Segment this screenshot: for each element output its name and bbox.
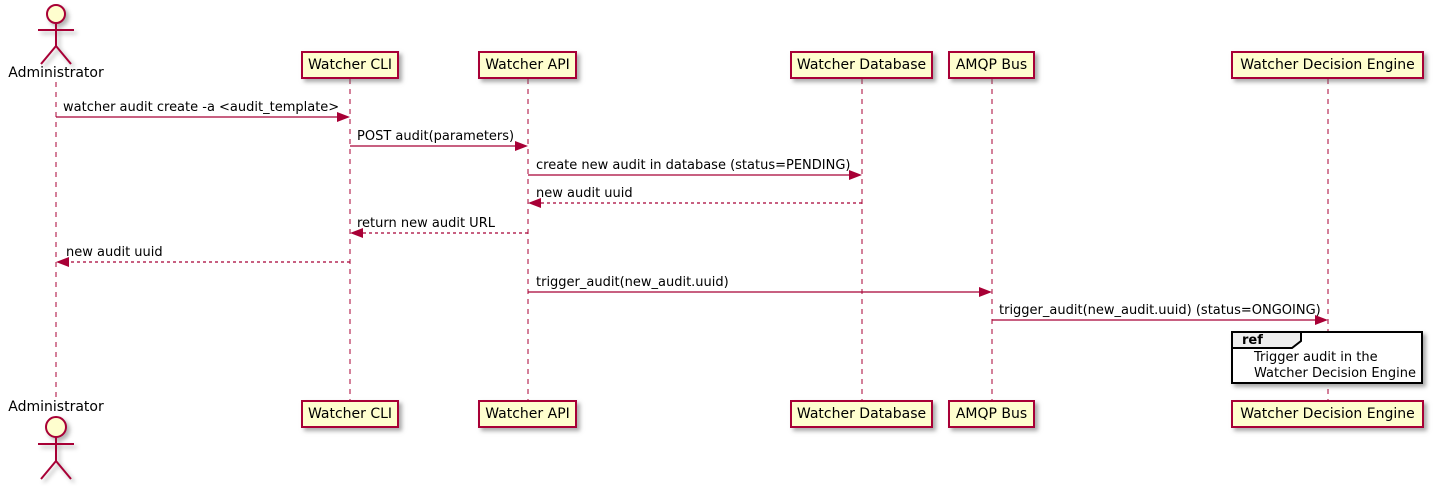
message-arrow-8 xyxy=(992,315,1328,325)
administrator-label-bottom: Administrator xyxy=(8,399,104,415)
lifelines xyxy=(55,79,1329,400)
message-arrows xyxy=(56,112,1328,325)
administrator-actor-icon-bottom xyxy=(38,416,74,480)
participant-amqp-bus-bottom: AMQP Bus xyxy=(948,400,1035,428)
message-arrow-1 xyxy=(56,112,350,122)
participant-watcher-cli-bottom: Watcher CLI xyxy=(301,400,399,428)
ref-keyword: ref xyxy=(1242,333,1263,348)
ref-fragment: ref Trigger audit in the Watcher Decisio… xyxy=(1231,331,1423,384)
message-label-8: trigger_audit(new_audit.uuid) (status=ON… xyxy=(999,303,1321,318)
message-label-4: new audit uuid xyxy=(536,186,633,201)
ref-tab xyxy=(1231,331,1302,349)
message-arrow-2 xyxy=(350,141,528,151)
administrator-label-top: Administrator xyxy=(8,65,104,81)
participant-watcher-decision-engine-bottom: Watcher Decision Engine xyxy=(1231,400,1424,428)
message-arrow-5 xyxy=(350,228,528,238)
message-label-1: watcher audit create -a <audit_template> xyxy=(63,100,340,115)
participant-watcher-decision-engine-top: Watcher Decision Engine xyxy=(1231,51,1424,79)
participant-watcher-api-bottom: Watcher API xyxy=(478,400,577,428)
participant-watcher-database-top: Watcher Database xyxy=(790,51,933,79)
participant-watcher-database-bottom: Watcher Database xyxy=(790,400,933,428)
message-label-7: trigger_audit(new_audit.uuid) xyxy=(536,275,729,290)
ref-text-line-1: Trigger audit in the xyxy=(1254,350,1378,365)
message-arrow-3 xyxy=(528,170,862,180)
participant-watcher-api-top: Watcher API xyxy=(478,51,577,79)
administrator-actor-icon-top xyxy=(38,4,74,65)
ref-text-line-2: Watcher Decision Engine xyxy=(1254,366,1416,381)
participant-amqp-bus-top: AMQP Bus xyxy=(948,51,1035,79)
message-arrow-6 xyxy=(56,257,350,267)
message-label-3: create new audit in database (status=PEN… xyxy=(536,158,851,173)
message-arrow-4 xyxy=(528,198,862,208)
message-label-5: return new audit URL xyxy=(357,216,495,231)
message-label-2: POST audit(parameters) xyxy=(357,129,515,144)
message-arrow-7 xyxy=(528,287,992,297)
message-label-6: new audit uuid xyxy=(66,245,163,260)
participant-watcher-cli-top: Watcher CLI xyxy=(301,51,399,79)
